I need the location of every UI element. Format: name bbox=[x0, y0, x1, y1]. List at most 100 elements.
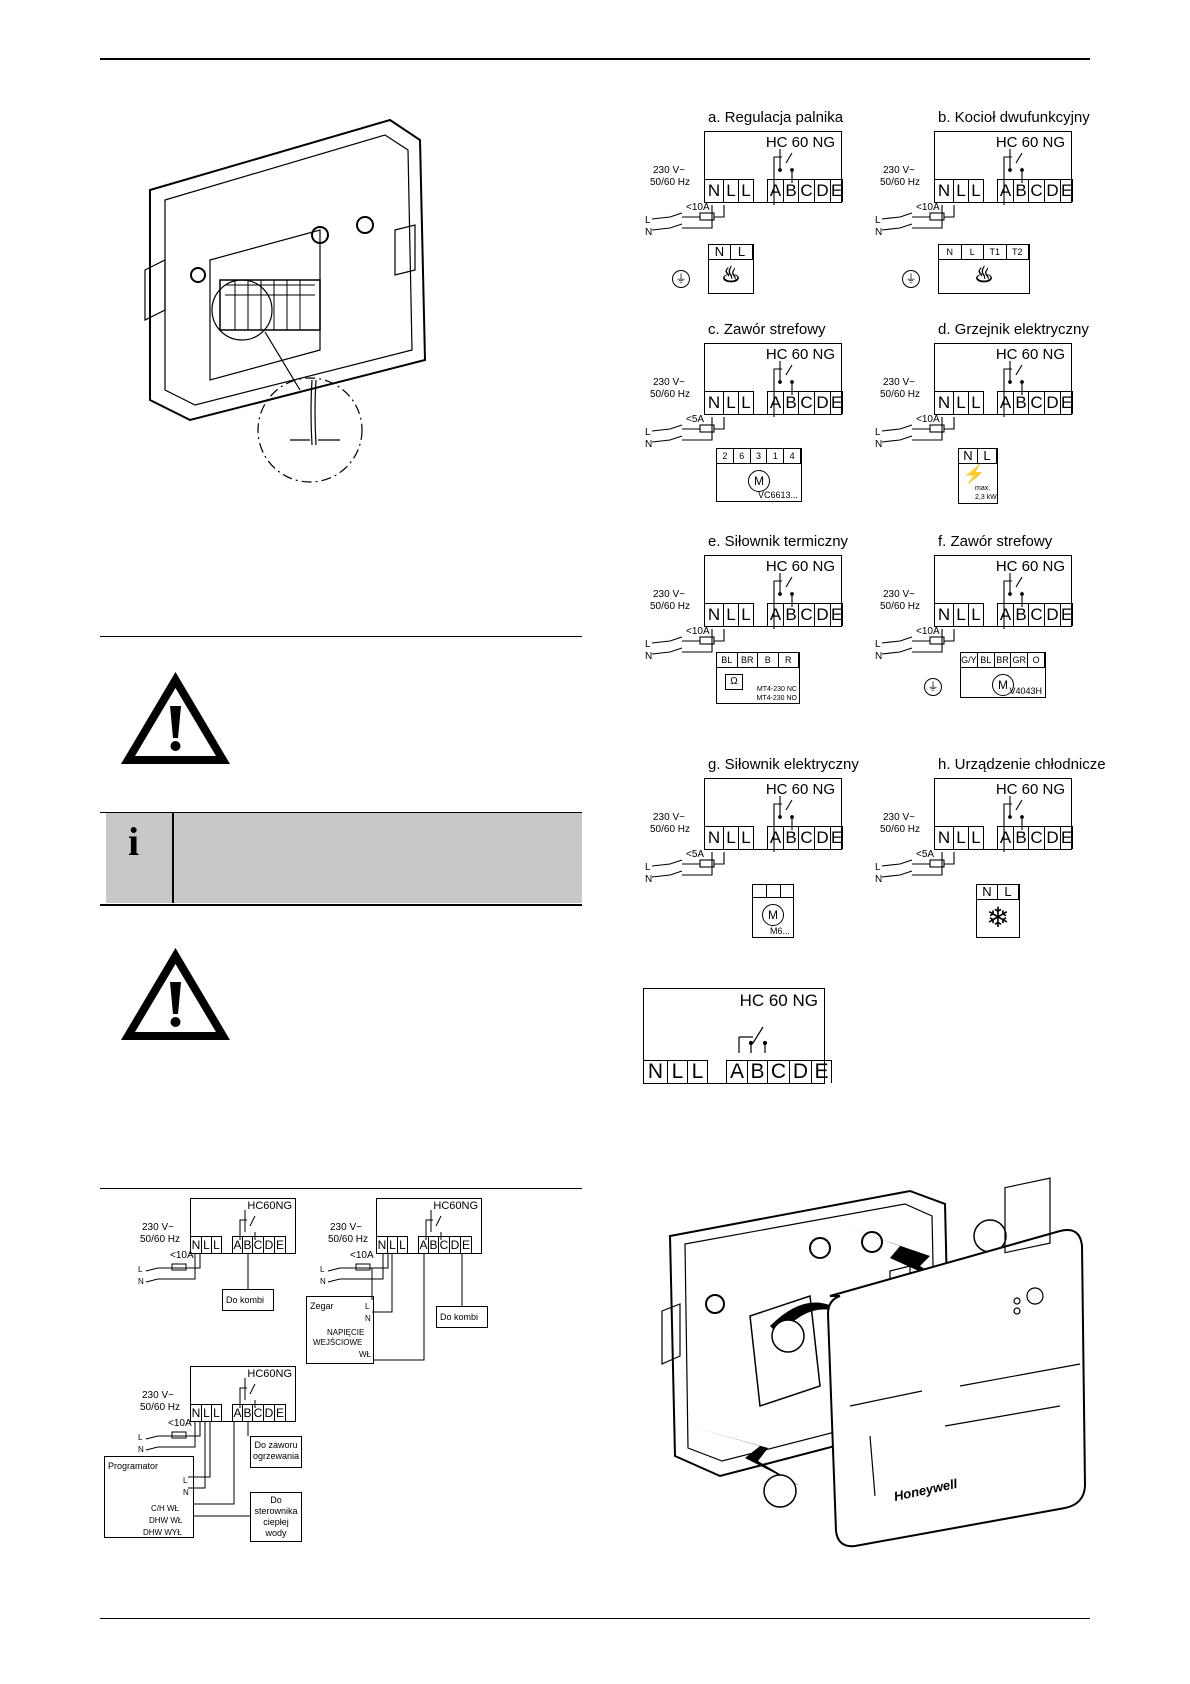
motor-icon: M bbox=[748, 470, 770, 492]
device-label: MT4-230 NO bbox=[756, 695, 797, 702]
terminal-d: D bbox=[450, 1236, 461, 1253]
fuse-rating: <10A bbox=[916, 414, 940, 425]
terminal-c: C bbox=[1029, 603, 1045, 626]
terminal-b: B bbox=[243, 1236, 253, 1253]
terminal-n: N bbox=[644, 1060, 668, 1083]
fuse-rating: <10A bbox=[686, 202, 710, 213]
relay-contact-symbol bbox=[738, 1026, 768, 1053]
terminal-a: A bbox=[726, 1060, 748, 1083]
terminal-e: E bbox=[275, 1236, 286, 1253]
diagram-title: d. Grzejnik elektryczny bbox=[938, 321, 1089, 338]
ogrzewania-label: ogrzewania bbox=[252, 1451, 300, 1461]
diagram-title: g. Siłownik elektryczny bbox=[708, 756, 859, 773]
line-label: L bbox=[645, 639, 651, 650]
terminal-l: L bbox=[739, 603, 754, 626]
terminal-c: C bbox=[799, 391, 815, 414]
model-label: HC 60 NG bbox=[995, 781, 1065, 798]
info-icon: i bbox=[128, 819, 140, 864]
terminal-l: L bbox=[202, 1404, 212, 1421]
supply-voltage: 230 V~ bbox=[883, 165, 915, 176]
neutral-label: N bbox=[320, 1277, 326, 1286]
load-terminal: BR bbox=[994, 653, 1012, 668]
terminal-n: N bbox=[191, 1236, 202, 1253]
load-terminal: N bbox=[939, 245, 962, 260]
terminal-a: A bbox=[767, 391, 784, 414]
terminal-c: C bbox=[439, 1236, 450, 1253]
load-terminal: N bbox=[709, 245, 731, 260]
supply-frequency: 50/60 Hz bbox=[880, 824, 921, 835]
dhw-wyl-label: DHW WYŁ bbox=[143, 1528, 182, 1537]
supply-voltage: 230 V~ bbox=[653, 589, 685, 600]
model-label: HC60NG bbox=[247, 1200, 292, 1212]
neutral-label: N bbox=[645, 439, 653, 450]
terminal-a: A bbox=[997, 179, 1014, 202]
terminal-b: B bbox=[429, 1236, 439, 1253]
terminal-l: L bbox=[212, 1236, 222, 1253]
section-rule bbox=[100, 636, 582, 637]
diagram-wiring bbox=[881, 796, 1024, 878]
model-label: HC 60 NG bbox=[995, 134, 1065, 151]
terminal-strip: N L L A B C D E bbox=[644, 1060, 832, 1083]
base-plate-illustration bbox=[144, 118, 427, 483]
diagram-wiring bbox=[651, 796, 794, 878]
load-terminal: G/Y bbox=[961, 653, 978, 668]
load-terminal: 4 bbox=[784, 449, 801, 464]
do-sterownika-box: Do sterownika ciepłej wody bbox=[250, 1492, 302, 1542]
cieplej-label: ciepłej bbox=[263, 1517, 289, 1527]
terminal-c: C bbox=[1029, 391, 1045, 414]
terminal-d: D bbox=[1045, 603, 1061, 626]
diagram-title: b. Kocioł dwufunkcyjny bbox=[938, 109, 1090, 126]
diagram-wiring bbox=[881, 573, 1024, 655]
device-label: M6... bbox=[769, 926, 790, 936]
snowflake-icon: ❄ bbox=[986, 902, 1010, 933]
terminal-l: L bbox=[969, 826, 984, 849]
info-top-rule bbox=[100, 812, 582, 813]
power-label: 2,3 kW bbox=[975, 494, 997, 501]
terminal-e: E bbox=[1061, 826, 1073, 849]
line-label: L bbox=[320, 1265, 325, 1274]
neutral-label: N bbox=[875, 651, 883, 662]
terminal-a: A bbox=[767, 179, 784, 202]
load-terminal: B bbox=[758, 653, 779, 668]
flame-icon: ♨ bbox=[721, 262, 741, 287]
terminal-l: L bbox=[212, 1404, 222, 1421]
terminal-n: N bbox=[191, 1404, 202, 1421]
supply-frequency: 50/60 Hz bbox=[140, 1234, 181, 1245]
supply-voltage: 230 V~ bbox=[653, 165, 685, 176]
fuse-rating: <10A bbox=[686, 626, 710, 637]
terminal-d: D bbox=[790, 1060, 812, 1083]
terminal-d: D bbox=[1045, 179, 1061, 202]
fuse-rating: <10A bbox=[170, 1250, 194, 1261]
supply-voltage: 230 V~ bbox=[883, 812, 915, 823]
terminal-l: L bbox=[739, 179, 754, 202]
terminal-l: L bbox=[202, 1236, 212, 1253]
supply-frequency: 50/60 Hz bbox=[650, 601, 691, 612]
warning-icon bbox=[121, 672, 230, 764]
terminal-n: N bbox=[935, 603, 954, 626]
terminal-l: L bbox=[724, 391, 739, 414]
neutral-label: N bbox=[875, 439, 883, 450]
do-kombi-label: Do kombi bbox=[226, 1295, 265, 1305]
zegar-label: Zegar bbox=[310, 1301, 334, 1311]
load-terminal: 3 bbox=[750, 449, 768, 464]
resistor-icon: Ω bbox=[725, 674, 743, 690]
load-terminal: 2 bbox=[717, 449, 734, 464]
load-terminal: BL bbox=[717, 653, 738, 668]
napiecie-label: NAPIĘCIE bbox=[327, 1328, 365, 1337]
